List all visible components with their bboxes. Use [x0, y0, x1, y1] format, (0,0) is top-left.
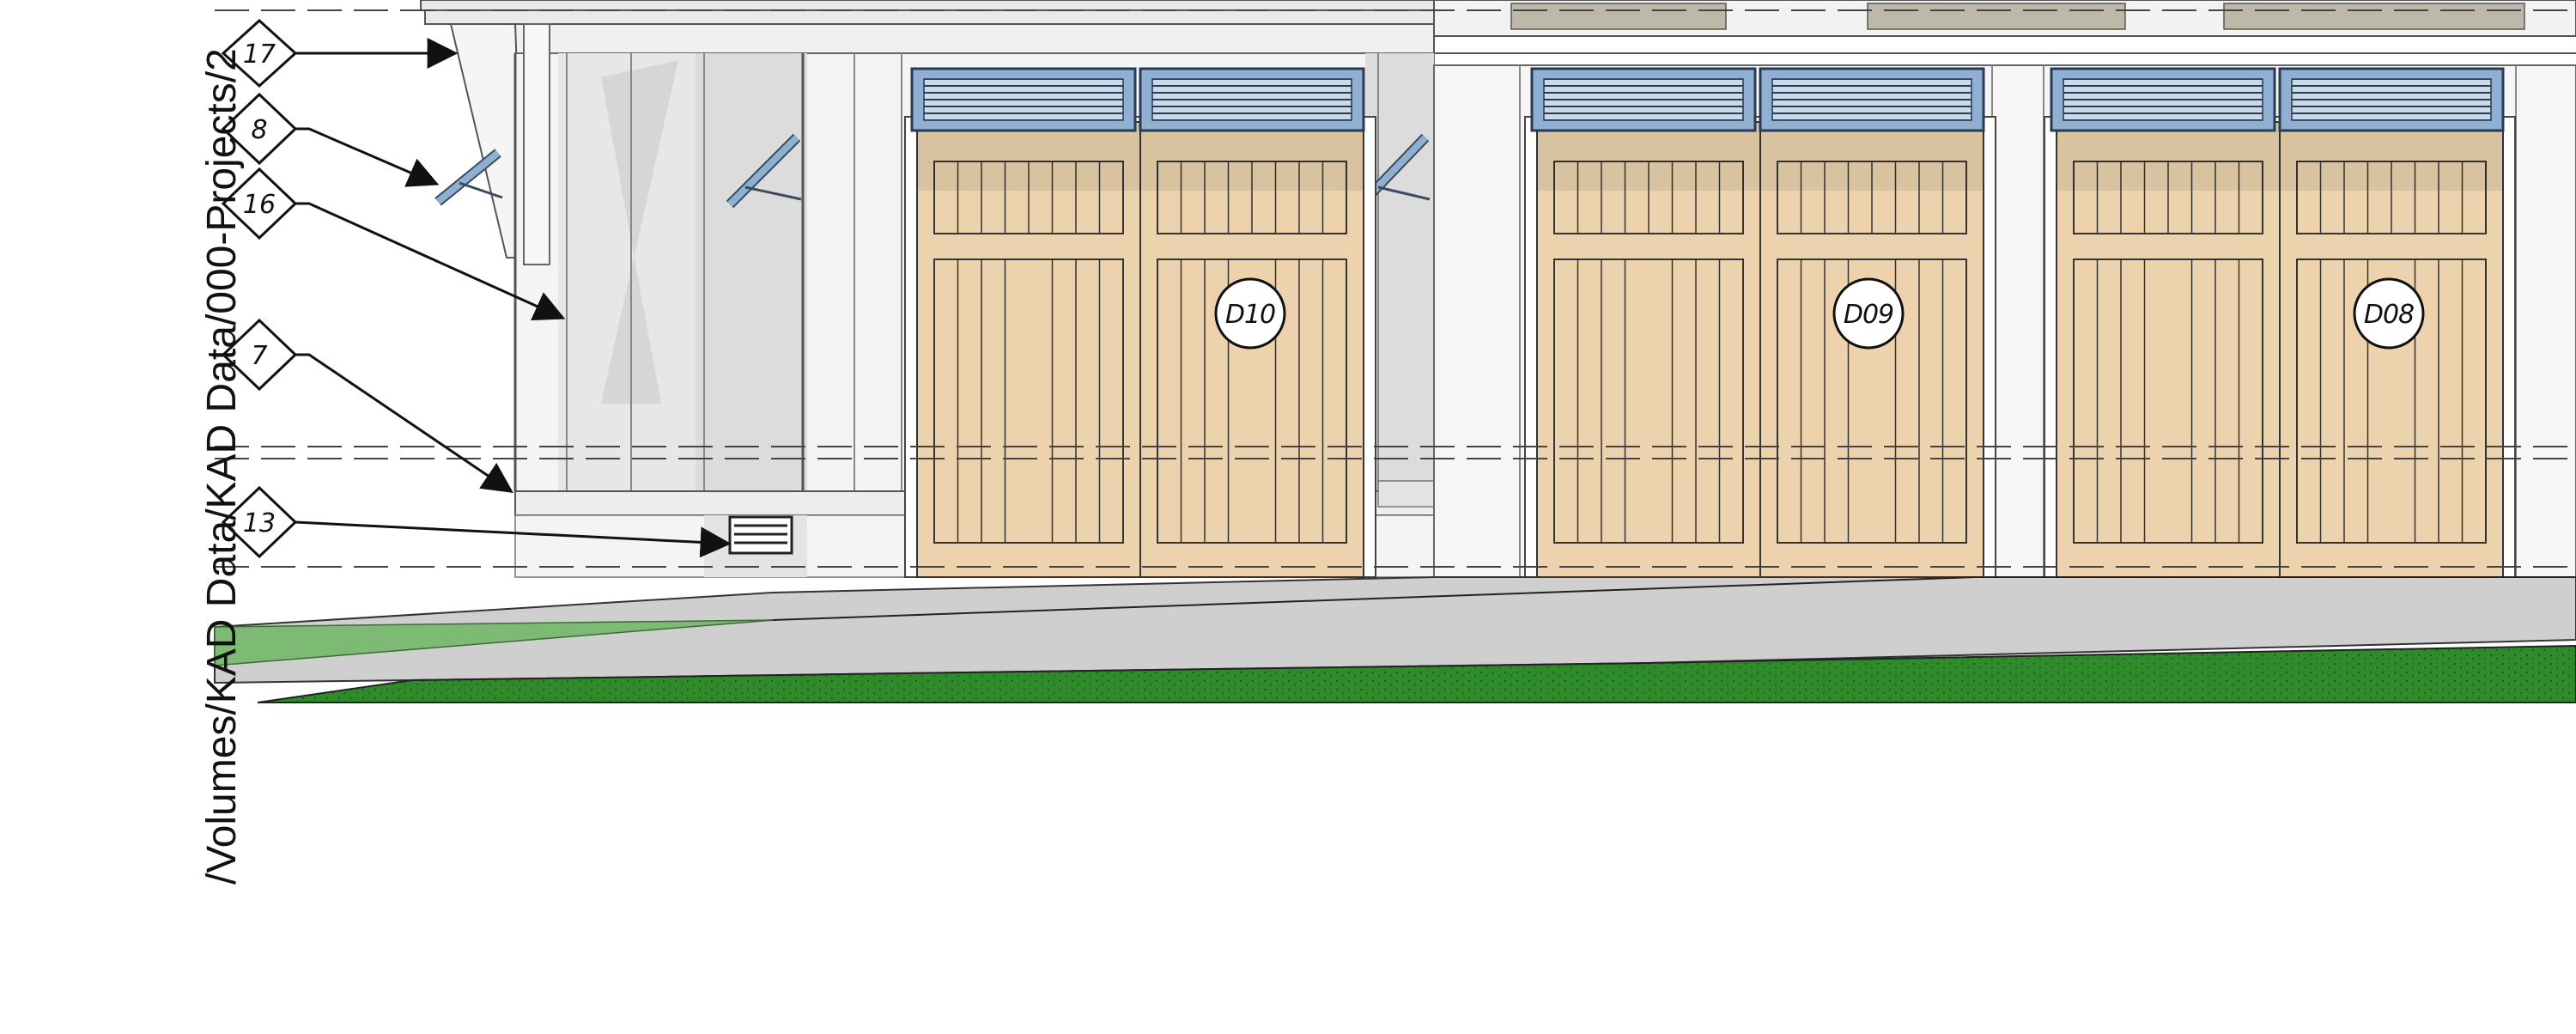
- leader-13: [295, 520, 732, 558]
- keynote-13[interactable]: 13: [221, 485, 732, 559]
- keynote-17[interactable]: 17: [221, 18, 459, 88]
- leader-8: [295, 127, 440, 187]
- keynote-8[interactable]: 8: [221, 92, 440, 187]
- door-tag-label: D08: [2364, 300, 2414, 330]
- keynote-label-7: 7: [251, 341, 267, 371]
- keynote-7[interactable]: 7: [221, 318, 513, 494]
- awning-d10: [910, 67, 1365, 132]
- file-path-label: /Volumes/KAD Data/KAD Data/000-Projects/…: [199, 48, 245, 885]
- door-tag-d08: D08: [2353, 277, 2425, 350]
- keynote-label-17: 17: [243, 40, 276, 70]
- level-lines: [215, 9, 2576, 568]
- keynote-label-13: 13: [243, 508, 276, 538]
- leader-7: [295, 353, 513, 494]
- lawn: [214, 619, 2576, 703]
- garage-doors: D10 D09 D08: [904, 67, 2516, 578]
- door-tag-label: D10: [1225, 300, 1275, 330]
- porch-roof: [424, 9, 1435, 577]
- door-tag-label: D09: [1844, 300, 1893, 330]
- door-tag-d09: D09: [1832, 277, 1905, 350]
- garage-door-d09[interactable]: D09: [1524, 67, 1996, 578]
- awning-d08: [2050, 67, 2505, 132]
- keynote-label-8: 8: [251, 115, 267, 145]
- door-tag-d10: D10: [1214, 277, 1286, 350]
- garage-door-d10[interactable]: D10: [904, 67, 1376, 578]
- shutter-arm-left: [434, 149, 503, 206]
- roof-cornice: [420, 0, 2576, 66]
- keynote-label-16: 16: [243, 190, 276, 220]
- leader-16: [295, 202, 566, 321]
- garage-door-d08[interactable]: D08: [2044, 67, 2516, 578]
- keynote-16[interactable]: 16: [221, 167, 566, 321]
- shutter-arm-middle: [726, 133, 802, 209]
- awning-d09: [1530, 67, 1985, 132]
